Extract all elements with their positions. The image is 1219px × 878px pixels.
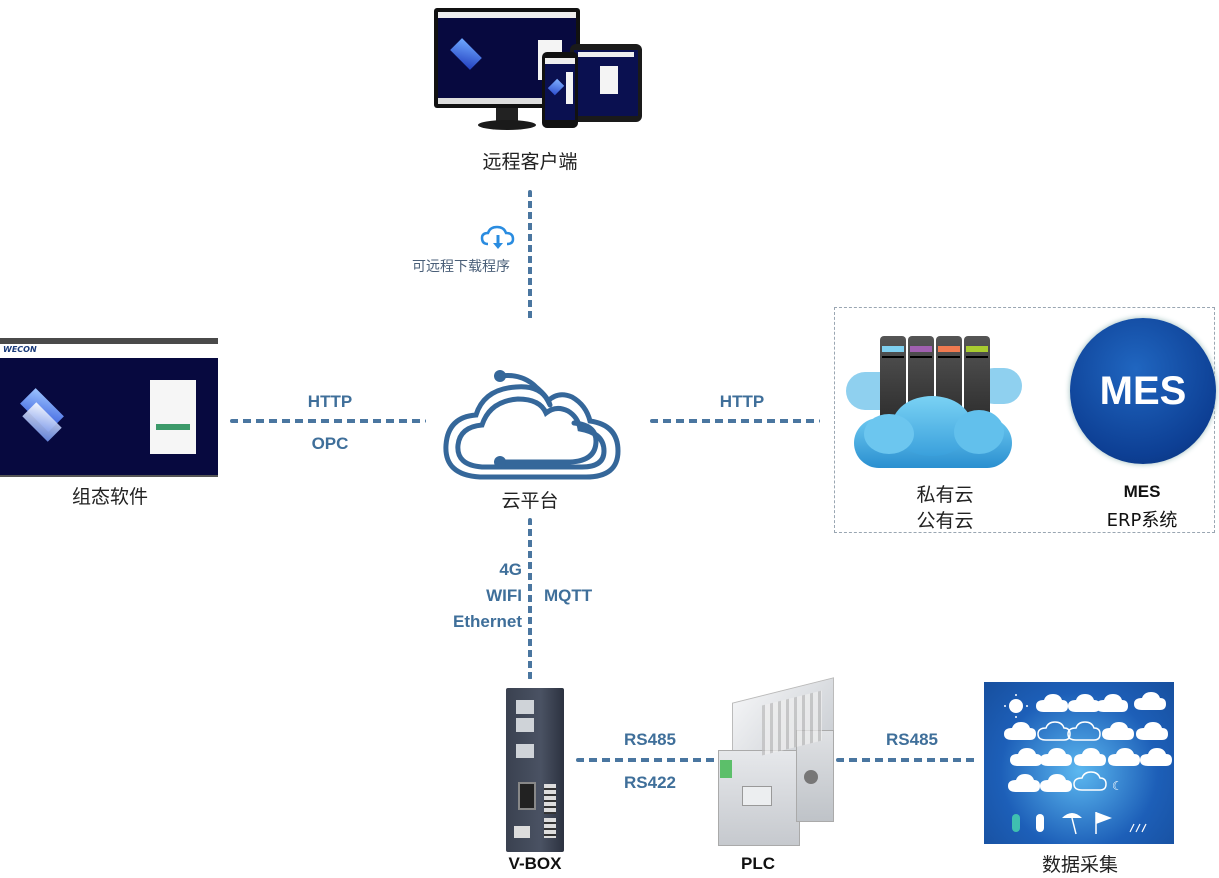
tablet-image [570,44,642,122]
remote-client-label: 远程客户端 [482,151,578,173]
link-private-top-label: HTTP [719,392,765,411]
public-cloud-label: 公有云 [916,510,974,532]
link-cloud-to-vbox [528,518,532,680]
enterprise-systems-group [834,307,1215,533]
vbox-device-image [506,688,564,852]
link-config-top-label: HTTP [307,392,353,411]
link-vbox-left-label-2: WIFI [486,586,522,605]
cloud-shape [854,396,1012,468]
phone-image [542,52,578,128]
cloud-platform-label: 云平台 [501,490,559,512]
vbox-label: V-BOX [508,854,562,873]
link-plc-bottom-label: RS422 [624,773,676,792]
link-vbox-left-label-3: Ethernet [453,612,522,631]
link-plc-top-label: RS485 [624,730,676,749]
svg-text:☾: ☾ [1112,779,1123,793]
cloud-download-icon [480,224,516,250]
remote-client-devices [434,8,644,136]
private-cloud-label: 私有云 [916,484,974,506]
link-config-to-cloud [230,419,426,423]
link-vbox-right-label: MQTT [544,586,593,605]
data-acquisition-label: 数据采集 [1041,854,1118,876]
config-software-label: 组态软件 [71,486,148,508]
wecon-logo: WECON [3,345,37,354]
erp-label: ERP系统 [1106,510,1178,531]
remote-download-label: 可远程下载程序 [412,259,510,275]
link-config-bottom-label: OPC [311,434,349,453]
mes-label: MES [1123,482,1161,501]
link-remote-to-cloud [528,190,532,322]
link-vbox-left-label-1: 4G [499,560,522,579]
weather-sensors-image: ☾ [984,682,1174,844]
private-cloud-image [846,336,1022,476]
mes-badge-text: MES [1099,368,1187,413]
config-software-screenshot: WECON [0,338,218,477]
plc-label: PLC [741,854,775,873]
mes-badge: MES [1070,318,1216,464]
plc-device-image [712,677,834,852]
link-sensors-top-label: RS485 [886,730,938,749]
link-vbox-to-plc [576,758,716,762]
link-plc-to-sensors [836,758,976,762]
cloud-platform-icon [440,365,622,487]
link-cloud-to-private [650,419,820,423]
